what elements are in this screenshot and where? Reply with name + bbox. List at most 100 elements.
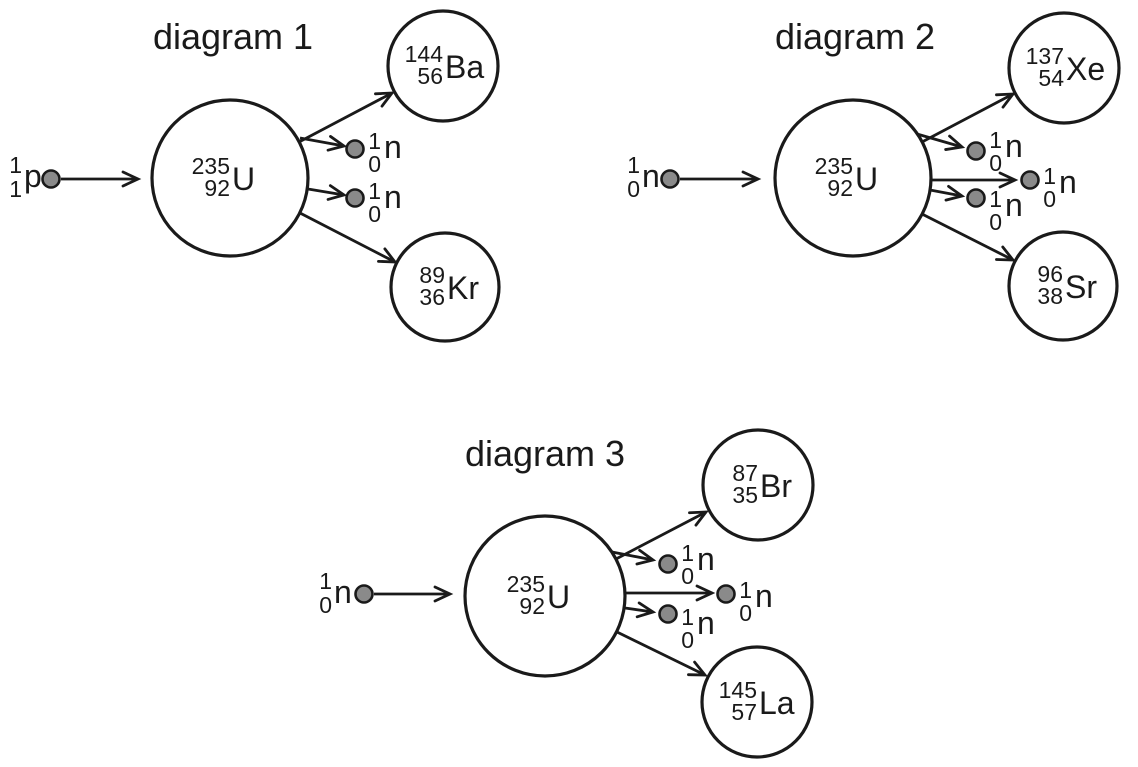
fragment-bottom-symbol: Kr [447,270,479,306]
neutron-atomic-number: 0 [989,150,1002,176]
fragment-bottom-mass-number: 145 [719,677,757,703]
fragment-bottom-symbol: La [759,685,795,721]
neutron-mass-number: 1 [368,178,381,204]
neutron-arrow [929,184,966,202]
fragment-bottom-mass-number: 89 [419,262,445,288]
emitted-neutron: 1 0 n [299,128,402,177]
neutron-mass-number: 1 [1043,163,1056,189]
fragment-top-label: 137 54 Xe [1026,43,1106,91]
diagram-title: diagram 2 [775,16,935,57]
nucleus-atomic-number: 92 [204,175,230,201]
fragment-bottom-label: 145 57 La [719,677,795,725]
neutron-arrow [307,184,348,201]
projectile-label: 1 0 n [319,568,352,618]
neutron-arrow [916,132,966,151]
neutron-atomic-number: 0 [681,627,694,653]
fragment-bottom-atomic-number: 57 [731,699,757,725]
fragment-top-symbol: Ba [445,49,484,85]
fragment-top-mass-number: 137 [1026,43,1064,69]
projectile-atomic-number: 0 [627,176,640,202]
neutron-symbol: n [697,605,715,641]
neutron-mass-number: 1 [989,186,1002,212]
neutron-dot [716,584,736,604]
projectile-particle-dot [41,169,61,189]
nucleus-symbol: U [855,161,878,197]
fragment-top-atomic-number: 35 [732,482,758,508]
diagram-3: diagram 3 1 0 n 235 92 U 87 35 Br 145 57… [319,428,815,759]
neutron-mass-number: 1 [739,577,752,603]
neutron-mass-number: 1 [681,540,694,566]
fragment-top-mass-number: 144 [405,41,444,67]
projectile-mass-number: 1 [9,152,22,178]
neutron-atomic-number: 0 [739,600,752,626]
projectile-mass-number: 1 [319,568,332,594]
projectile-particle-dot [660,169,680,189]
emitted-neutron: 1 0 n [307,178,402,227]
neutron-symbol: n [384,129,402,165]
fragment-top-mass-number: 87 [732,460,758,486]
nucleus-symbol: U [232,161,255,197]
emitted-neutron: 1 0 n [916,127,1023,176]
nucleus-circle [773,98,933,258]
nucleus-circle [463,514,627,678]
neutron-dot [658,554,678,574]
projectile-atomic-number: 1 [9,176,22,202]
nucleus-atomic-number: 92 [827,175,853,201]
diagram-1: diagram 1 1 1 p 235 92 U 144 56 Ba 89 36… [9,9,501,343]
fragment-bottom-label: 96 38 Sr [1037,261,1097,309]
neutron-symbol: n [1005,128,1023,164]
neutron-symbol: n [384,179,402,215]
emitted-neutron: 1 0 n [929,184,1023,235]
neutron-arrow [611,548,657,566]
neutron-symbol: n [1005,187,1023,223]
neutron-symbol: n [1059,164,1077,200]
neutron-arrow [624,601,657,619]
neutron-arrow [299,135,348,152]
neutron-atomic-number: 0 [368,151,381,177]
neutron-symbol: n [755,578,773,614]
nucleus-atomic-number: 92 [519,593,545,619]
fragment-top-atomic-number: 56 [417,63,443,89]
diagram-title: diagram 3 [465,433,625,474]
fragment-bottom-symbol: Sr [1065,269,1097,305]
projectile-symbol: p [24,158,42,194]
projectile-atomic-number: 0 [319,592,332,618]
arrow-to-fragment-top [615,510,709,561]
projectile-symbol: n [642,158,660,194]
fragment-top-atomic-number: 54 [1038,65,1064,91]
nucleus-mass-number: 235 [815,153,853,179]
fragment-bottom-mass-number: 96 [1037,261,1063,287]
emitted-neutron: 1 0 n [931,163,1077,212]
neutron-dot [966,141,986,161]
fragment-top-circle [1007,11,1121,125]
emitted-neutron: 1 0 n [611,540,715,589]
fragment-bottom-circle [1007,230,1119,342]
fragment-top-label: 144 56 Ba [405,41,485,89]
neutron-dot [345,188,365,208]
neutron-dot [966,188,986,208]
neutron-atomic-number: 0 [368,201,381,227]
neutron-dot [1020,170,1040,190]
nucleus-label: 235 92 U [815,153,878,201]
arrow-to-fragment-bottom [921,212,1016,262]
diagram-2: diagram 2 1 0 n 235 92 U 137 54 Xe 96 38… [627,11,1121,342]
projectile-label: 1 0 n [627,152,660,202]
nucleus-mass-number: 235 [192,153,230,179]
neutron-dot [345,139,365,159]
arrow-to-fragment-bottom [299,211,398,264]
diagram-title: diagram 1 [153,16,313,57]
neutron-atomic-number: 0 [1043,186,1056,212]
neutron-dot [658,604,678,624]
fragment-bottom-atomic-number: 38 [1037,283,1063,309]
fragment-top-label: 87 35 Br [732,460,792,508]
fragment-bottom-circle [389,231,501,343]
nucleus-circle [150,98,310,258]
nucleus-label: 235 92 U [507,571,570,619]
neutron-atomic-number: 0 [989,209,1002,235]
fragment-bottom-atomic-number: 36 [419,284,445,310]
nucleus-label: 235 92 U [192,153,255,201]
fragment-top-circle [386,9,500,123]
projectile-particle-dot [354,584,374,604]
neutron-atomic-number: 0 [681,563,694,589]
